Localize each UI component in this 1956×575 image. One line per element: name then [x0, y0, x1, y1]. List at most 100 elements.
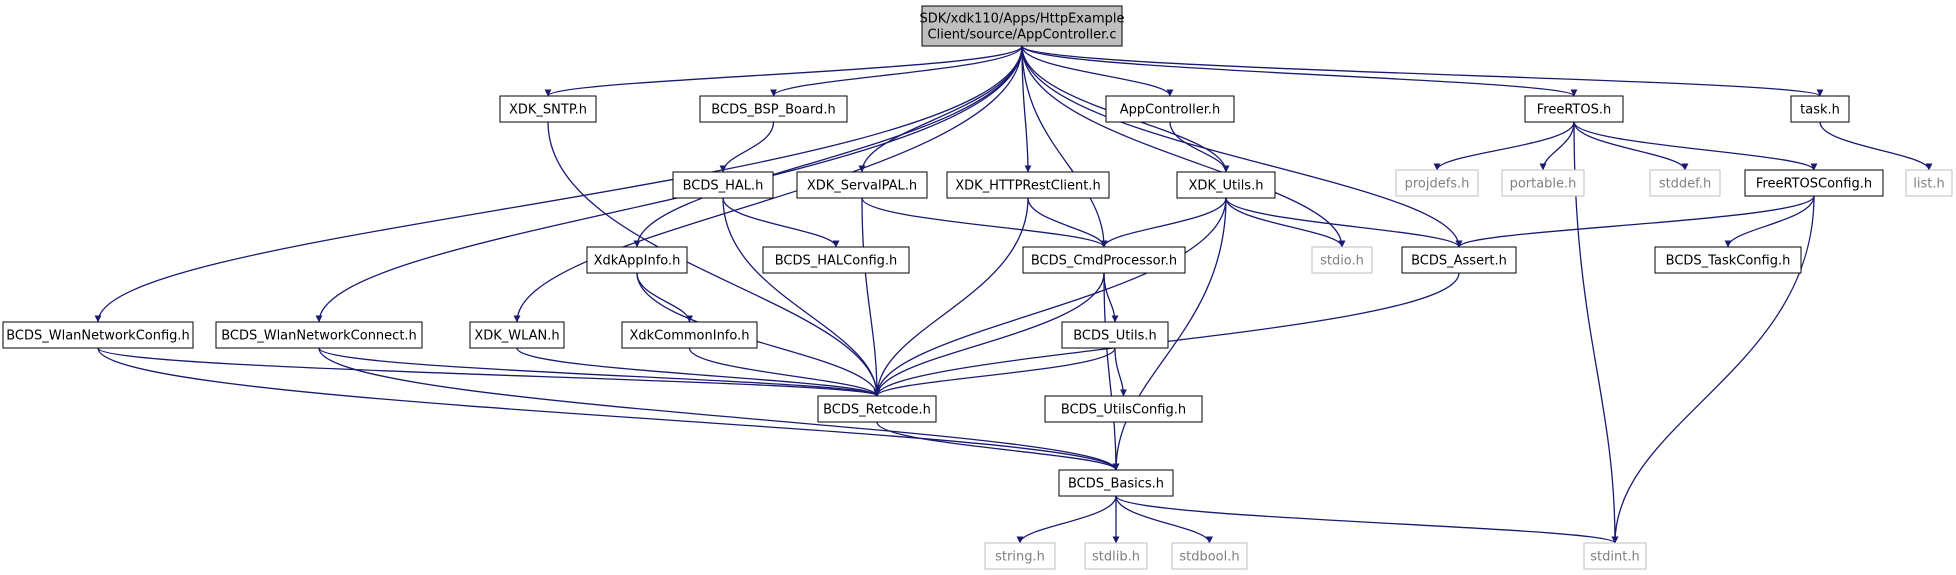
node-label-xdk-sntp-h: XDK_SNTP.h [509, 103, 587, 118]
edge-freertos-h-to-freertosconfig-h [1573, 121, 1818, 171]
edge-xdkappinfo-h-to-xdkcommoninfo-h [636, 272, 693, 323]
node-bcds-wlannetworkconnect-h[interactable]: BCDS_WlanNetworkConnect.h [215, 321, 423, 349]
node-label-portable-h: portable.h [1510, 177, 1577, 192]
edge-appcontroller-c-to-bcds-cmdprocessor-h [1021, 45, 1108, 248]
edge-appcontroller-c-to-xdk-wlan-h [513, 45, 1023, 323]
node-label-bcds-cmdprocessor-h: BCDS_CmdProcessor.h [1031, 254, 1177, 269]
node-bcds-utilsconfig-h[interactable]: BCDS_UtilsConfig.h [1044, 395, 1203, 423]
node-task-h[interactable]: task.h [1790, 95, 1850, 123]
node-box-stdlib-h [1084, 542, 1148, 570]
node-xdk-httprestclient-h[interactable]: XDK_HTTPRestClient.h [946, 171, 1110, 199]
edge-bcds-cmdprocessor-h-to-bcds-retcode-h [873, 272, 1105, 397]
node-layer: SDK/xdk110/Apps/HttpExampleClient/source… [2, 5, 1953, 570]
node-label-bcds-wlannetworkconfig-h: BCDS_WlanNetworkConfig.h [6, 329, 190, 344]
edge-appcontroller-c-to-bcds-wlannetworkconnect-h [315, 45, 1023, 323]
edge-appcontroller-c-to-xdk-sntp-h [544, 45, 1023, 97]
node-box-stdio-h [1311, 246, 1373, 274]
node-label-appcontroller-h: AppController.h [1120, 103, 1221, 118]
node-box-bcds-taskconfig-h [1654, 246, 1802, 274]
node-bcds-hal-h[interactable]: BCDS_HAL.h [672, 171, 774, 199]
node-box-bcds-utilsconfig-h [1044, 395, 1203, 423]
node-box-bcds-wlannetworkconnect-h [215, 321, 423, 349]
edge-bcds-retcode-h-to-bcds-basics-h [876, 421, 1120, 471]
node-box-projdefs-h [1395, 169, 1479, 197]
edge-bcds-wlannetworkconfig-h-to-bcds-retcode-h [97, 347, 881, 397]
node-label-stdbool-h: stdbool.h [1179, 550, 1239, 565]
node-xdk-utils-h[interactable]: XDK_Utils.h [1176, 171, 1276, 199]
edge-bcds-hal-h-to-bcds-retcode-h [722, 197, 881, 397]
node-stdlib-h: stdlib.h [1084, 542, 1148, 570]
node-bcds-assert-h[interactable]: BCDS_Assert.h [1401, 246, 1517, 274]
node-box-xdkappinfo-h [586, 246, 688, 274]
edge-bcds-bsp-board-h-to-bcds-hal-h [719, 121, 775, 173]
node-box-task-h [1790, 95, 1850, 123]
node-label-xdk-utils-h: XDK_Utils.h [1189, 179, 1264, 194]
node-appcontroller-h[interactable]: AppController.h [1105, 95, 1235, 123]
node-label-stdint-h: stdint.h [1590, 550, 1639, 565]
node-box-bcds-utils-h [1061, 321, 1169, 349]
node-bcds-utils-h[interactable]: BCDS_Utils.h [1061, 321, 1169, 349]
node-label-bcds-utils-h: BCDS_Utils.h [1073, 329, 1157, 344]
node-freertos-h[interactable]: FreeRTOS.h [1524, 95, 1624, 123]
node-box-xdk-wlan-h [469, 321, 565, 349]
node-bcds-taskconfig-h[interactable]: BCDS_TaskConfig.h [1654, 246, 1802, 274]
node-label-task-h: task.h [1800, 103, 1840, 118]
edge-freertosconfig-h-to-bcds-taskconfig-h [1724, 195, 1815, 248]
node-bcds-wlannetworkconfig-h[interactable]: BCDS_WlanNetworkConfig.h [2, 321, 194, 349]
node-label-appcontroller-c: SDK/xdk110/Apps/HttpExample [919, 12, 1124, 27]
edge-appcontroller-c-to-appcontroller-h [1021, 45, 1174, 97]
node-box-appcontroller-c [921, 5, 1123, 47]
edge-bcds-wlannetworkconnect-h-to-bcds-retcode-h [318, 347, 881, 397]
node-box-bcds-retcode-h [817, 395, 937, 423]
node-list-h: list.h [1905, 169, 1953, 197]
node-xdk-wlan-h[interactable]: XDK_WLAN.h [469, 321, 565, 349]
edge-xdk-utils-h-to-bcds-cmdprocessor-h [1100, 197, 1227, 248]
node-box-xdk-servalpal-h [796, 171, 928, 199]
edge-freertosconfig-h-to-stdint-h [1611, 195, 1815, 544]
edge-appcontroller-c-to-task-h [1021, 45, 1824, 97]
node-label-bcds-utilsconfig-h: BCDS_UtilsConfig.h [1061, 403, 1186, 418]
node-bcds-cmdprocessor-h[interactable]: BCDS_CmdProcessor.h [1022, 246, 1186, 274]
edge-xdk-utils-h-to-bcds-basics-h [1112, 197, 1227, 471]
edge-bcds-basics-h-to-string-h [1016, 495, 1117, 544]
node-label-projdefs-h: projdefs.h [1405, 177, 1470, 192]
node-string-h: string.h [984, 542, 1056, 570]
node-portable-h: portable.h [1501, 169, 1585, 197]
node-label-appcontroller-c: Client/source/AppController.c [928, 28, 1117, 43]
edge-bcds-cmdprocessor-h-to-bcds-utils-h [1103, 272, 1119, 323]
node-box-xdk-sntp-h [499, 95, 597, 123]
node-xdk-servalpal-h[interactable]: XDK_ServalPAL.h [796, 171, 928, 199]
node-box-bcds-wlannetworkconfig-h [2, 321, 194, 349]
edge-bcds-basics-h-to-stdbool-h [1115, 495, 1213, 544]
node-xdkcommoninfo-h[interactable]: XdkCommonInfo.h [621, 321, 758, 349]
node-box-portable-h [1501, 169, 1585, 197]
edge-xdk-servalpal-h-to-bcds-cmdprocessor-h [861, 197, 1108, 248]
node-freertosconfig-h[interactable]: FreeRTOSConfig.h [1744, 169, 1884, 197]
node-box-xdkcommoninfo-h [621, 321, 758, 349]
node-bcds-retcode-h[interactable]: BCDS_Retcode.h [817, 395, 937, 423]
edge-appcontroller-c-to-bcds-wlannetworkconfig-h [94, 45, 1023, 323]
node-box-bcds-hal-h [672, 171, 774, 199]
node-stddef-h: stddef.h [1649, 169, 1721, 197]
node-label-bcds-retcode-h: BCDS_Retcode.h [823, 403, 931, 418]
node-label-bcds-assert-h: BCDS_Assert.h [1411, 254, 1507, 269]
edge-layer [94, 45, 1933, 544]
edge-xdk-wlan-h-to-bcds-retcode-h [516, 347, 881, 397]
edge-task-h-to-list-h [1819, 121, 1933, 171]
node-bcds-basics-h[interactable]: BCDS_Basics.h [1058, 469, 1174, 497]
node-xdk-sntp-h[interactable]: XDK_SNTP.h [499, 95, 597, 123]
node-label-freertosconfig-h: FreeRTOSConfig.h [1756, 177, 1872, 192]
node-bcds-halconfig-h[interactable]: BCDS_HALConfig.h [762, 246, 910, 274]
node-box-stdbool-h [1171, 542, 1248, 570]
edge-bcds-utils-h-to-bcds-retcode-h [873, 347, 1116, 397]
node-box-freertos-h [1524, 95, 1624, 123]
edge-xdk-utils-h-to-stdio-h [1225, 197, 1346, 248]
node-label-bcds-wlannetworkconnect-h: BCDS_WlanNetworkConnect.h [221, 329, 417, 344]
node-label-bcds-basics-h: BCDS_Basics.h [1068, 477, 1164, 492]
node-bcds-bsp-board-h[interactable]: BCDS_BSP_Board.h [699, 95, 848, 123]
node-appcontroller-c[interactable]: SDK/xdk110/Apps/HttpExampleClient/source… [919, 5, 1125, 47]
node-label-bcds-bsp-board-h: BCDS_BSP_Board.h [711, 103, 835, 118]
edge-xdk-servalpal-h-to-bcds-retcode-h [861, 197, 881, 397]
node-xdkappinfo-h[interactable]: XdkAppInfo.h [586, 246, 688, 274]
